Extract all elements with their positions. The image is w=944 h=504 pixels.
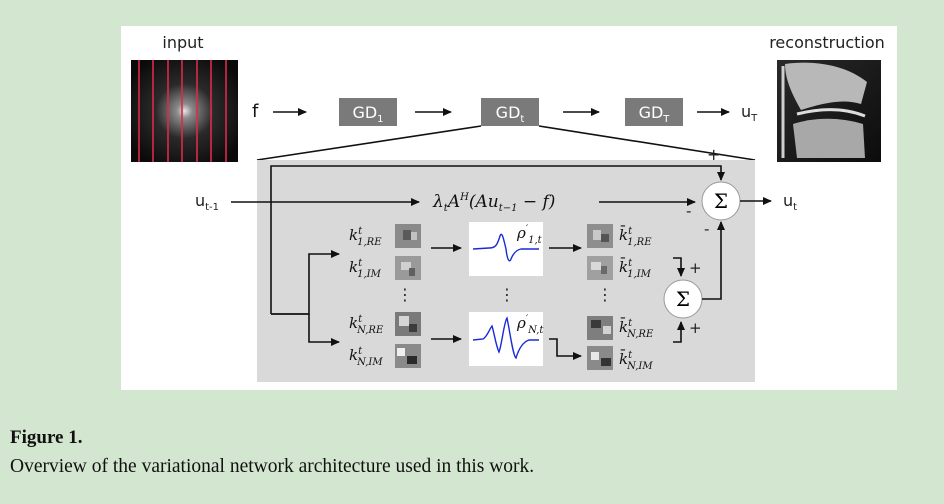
u-prev-label: ut-1	[195, 191, 219, 213]
gd-block-t: GDt	[481, 98, 539, 126]
svg-text:Σ: Σ	[714, 189, 728, 213]
f-label: f	[252, 101, 259, 122]
u-t-label: ut	[783, 191, 797, 213]
reconstruction-image	[777, 60, 881, 162]
gd-block-1: GD1	[339, 98, 397, 126]
architecture-figure: input reconstruction f GD1 GDt	[121, 26, 897, 390]
data-term: λtAH(Aut−1 − f)	[432, 192, 555, 214]
k-filter-thumbnails	[395, 224, 421, 368]
kbar-filter-thumbnails	[587, 224, 613, 370]
plus-sign-lower: +	[689, 319, 702, 337]
plus-sign-top: +	[707, 145, 720, 164]
u-T-label: uT	[741, 102, 758, 124]
minus-sign-left: -	[686, 202, 691, 220]
caption-text: Overview of the variational network arch…	[10, 456, 535, 477]
gdt-text: GD	[496, 103, 521, 122]
gdT-text: GD	[639, 103, 664, 122]
input-label: input	[162, 33, 203, 52]
svg-text:GD1: GD1	[352, 103, 383, 125]
reconstruction-label: reconstruction	[769, 33, 885, 52]
plus-sign-upper: +	[689, 259, 702, 277]
architecture-diagram: input reconstruction f GD1 GDt	[131, 33, 885, 382]
caption-title: Figure 1.	[10, 427, 83, 448]
vdots-kbar: ⋮	[597, 285, 613, 304]
vdots-k: ⋮	[397, 285, 413, 304]
rho-N-label: ρ′N,t	[516, 314, 544, 336]
rho-plot-1	[469, 222, 543, 276]
svg-text:GDt: GDt	[496, 103, 525, 125]
kspace-input-image	[131, 60, 238, 162]
vdots-rho: ⋮	[499, 285, 515, 304]
main-sum-node: Σ	[701, 181, 741, 221]
gd1-text: GD	[352, 103, 377, 122]
filter-sum-node: Σ	[663, 279, 703, 319]
gd-block-T: GDT	[625, 98, 683, 126]
svg-text:Σ: Σ	[676, 287, 690, 311]
minus-sign-bottom: -	[704, 220, 709, 238]
rho-plot-N	[469, 312, 543, 366]
svg-text:GDT: GDT	[639, 103, 671, 125]
rho-1-label: ρ′1,t	[516, 224, 543, 246]
